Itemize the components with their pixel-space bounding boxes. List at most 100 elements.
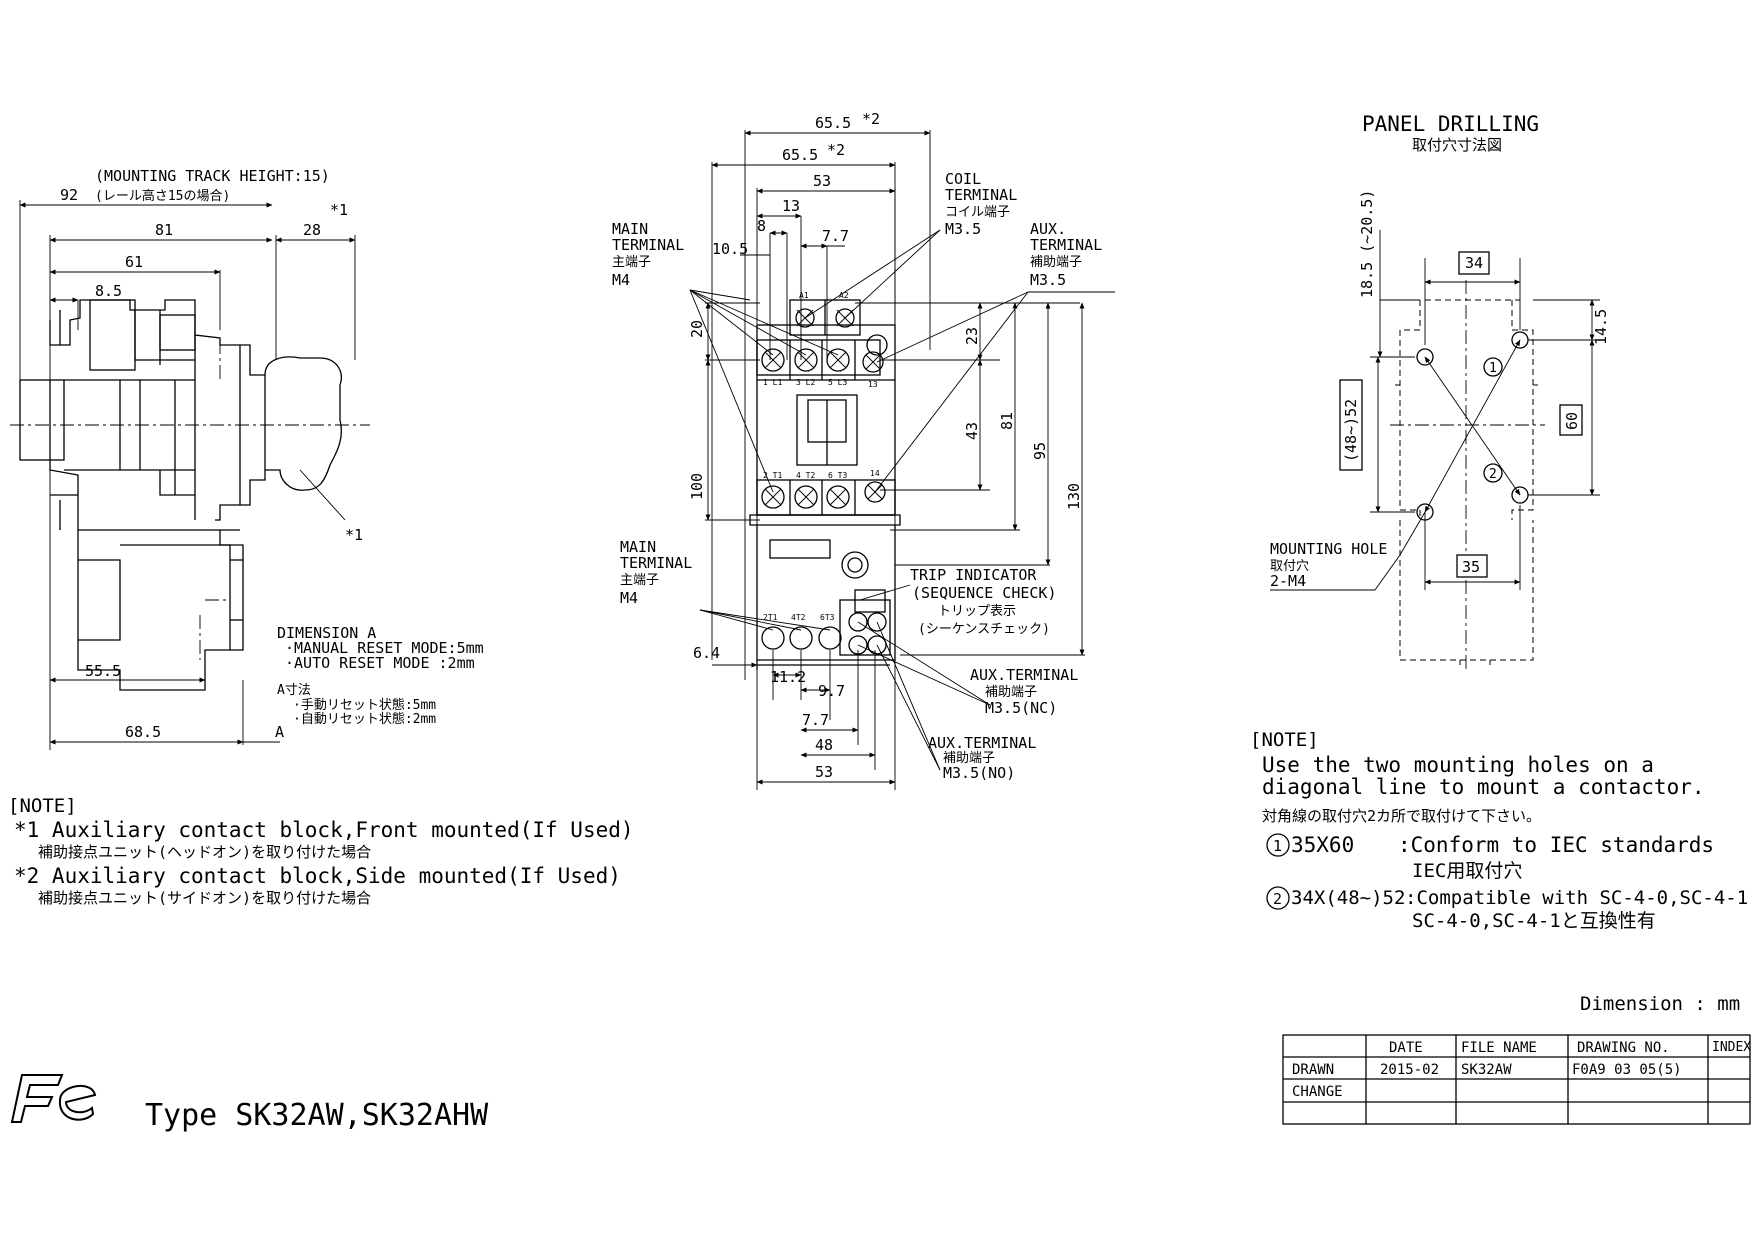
item1-desc: :Conform to IEC standards: [1398, 833, 1714, 857]
dim-61: 61: [125, 253, 143, 271]
coil-terminal-l4: M3.5: [945, 220, 981, 238]
dim-100: 100: [688, 473, 706, 500]
tb-drawn-number: F0A9 03 05(5): [1572, 1062, 1682, 1078]
dim-8: 8: [757, 217, 766, 235]
star2-second: *2: [827, 141, 845, 159]
note-1: *1 Auxiliary contact block,Front mounted…: [14, 818, 634, 842]
manual-reset: ·MANUAL RESET MODE:5mm: [285, 639, 484, 657]
main-terminal-bottom-l4: M4: [620, 589, 638, 607]
aux-terminal-nc-l1: AUX.TERMINAL: [970, 666, 1078, 684]
notes-left-heading: [NOTE]: [8, 795, 77, 817]
item2-marker: 2: [1273, 890, 1282, 908]
notes-right-heading: [NOTE]: [1250, 729, 1319, 751]
dim-43: 43: [963, 422, 981, 440]
main-terminal-top-l1: MAIN: [612, 220, 648, 238]
note-2-jp: 補助接点ユニット(サイドオン)を取り付けた場合: [38, 889, 371, 907]
dim-60: 60: [1563, 412, 1581, 430]
dim-7-7-top: 7.7: [822, 227, 849, 245]
dim-9-7: 9.7: [818, 682, 845, 700]
aux-terminal-no-l3: M3.5(NO): [943, 764, 1015, 782]
dim-55-5: 55.5: [85, 662, 121, 680]
terminal-a2: A2: [839, 291, 849, 300]
item1-size: 35X60: [1291, 833, 1354, 857]
terminal-14: 14: [870, 469, 880, 478]
dim-81: 81: [155, 221, 173, 239]
thermal-4t2: 4T2: [791, 613, 806, 622]
tb-drawn-file: SK32AW: [1461, 1062, 1512, 1078]
item2-size: 34X(48~)52: [1291, 887, 1405, 909]
a-dim-jp: A寸法: [277, 683, 311, 698]
item2-jp: SC-4-0,SC-4-1と互換性有: [1412, 910, 1656, 932]
notes-right-line-jp: 対角線の取付穴2カ所で取付けて下さい。: [1262, 807, 1541, 825]
star2-top: *2: [862, 110, 880, 128]
aux-terminal-nc-l2: 補助端子: [985, 685, 1037, 700]
terminal-5l3: 5 L3: [828, 378, 847, 387]
star1-top: *1: [330, 201, 348, 219]
thermal-2t1: 2T1: [763, 613, 778, 622]
trip-indicator-l4: (シーケンスチェック): [918, 622, 1050, 637]
dim-35: 35: [1462, 558, 1480, 576]
main-terminal-bottom-l2: TERMINAL: [620, 554, 692, 572]
item1-jp: IEC用取付穴: [1412, 860, 1522, 882]
dim-53-top: 53: [813, 172, 831, 190]
dim-53-bottom: 53: [815, 763, 833, 781]
tb-header-drawing-no: DRAWING NO.: [1577, 1040, 1670, 1056]
trip-indicator-l1: TRIP INDICATOR: [910, 566, 1037, 584]
dim-18-5: 18.5 (~20.5): [1358, 190, 1376, 298]
item2-marker-circle: [1266, 886, 1290, 910]
aux-terminal-no-l1: AUX.TERMINAL: [928, 734, 1036, 752]
manual-reset-jp: ·手動リセット状態:5mm: [293, 697, 436, 713]
item1-marker-circle: [1266, 833, 1290, 857]
aux-terminal-nc-l3: M3.5(NC): [985, 699, 1057, 717]
aux-terminal-top-l1: AUX.: [1030, 220, 1066, 238]
auto-reset-jp: ·自動リセット状態:2mm: [293, 711, 436, 727]
main-terminal-top-l2: TERMINAL: [612, 236, 684, 254]
type-label: Type SK32AW,SK32AHW: [145, 1098, 489, 1133]
aux-terminal-top-l4: M3.5: [1030, 271, 1066, 289]
terminal-13: 13: [868, 380, 878, 389]
terminal-6t3: 6 T3: [828, 471, 847, 480]
coil-terminal-l3: コイル端子: [945, 205, 1010, 220]
terminal-a1: A1: [799, 291, 809, 300]
main-terminal-top-l3: 主端子: [612, 255, 651, 270]
terminal-4t2: 4 T2: [796, 471, 815, 480]
dimension-a-title: DIMENSION A: [277, 624, 376, 642]
notes-right-line2: diagonal line to mount a contactor.: [1262, 775, 1705, 799]
tb-row-change: CHANGE: [1292, 1084, 1343, 1100]
dim-8-5: 8.5: [95, 282, 122, 300]
dim-92: 92: [60, 186, 78, 204]
note-1-jp: 補助接点ユニット(ヘッドオン)を取り付けた場合: [38, 843, 371, 861]
dim-48: 48: [815, 736, 833, 754]
item2-desc: :Compatible with SC-4-0,SC-4-1: [1405, 887, 1748, 909]
dim-68-5: 68.5: [125, 723, 161, 741]
tb-header-index: INDEX: [1712, 1040, 1751, 1055]
trip-indicator-l2: (SEQUENCE CHECK): [912, 584, 1057, 602]
dim-48-52: (48~)52: [1342, 399, 1360, 462]
dim-65-5-top: 65.5: [815, 114, 851, 132]
terminal-3l2: 3 L2: [796, 378, 815, 387]
main-terminal-bottom-l3: 主端子: [620, 573, 659, 588]
tb-header-file-name: FILE NAME: [1461, 1040, 1537, 1056]
dim-130: 130: [1065, 483, 1083, 510]
tb-header-date: DATE: [1389, 1040, 1423, 1056]
dim-20: 20: [688, 320, 706, 338]
auto-reset: ·AUTO RESET MODE :2mm: [285, 654, 475, 672]
side-view: [10, 200, 370, 750]
star1-side: *1: [345, 526, 363, 544]
marker-2: 2: [1489, 467, 1497, 482]
dim-7-7-bottom: 7.7: [802, 711, 829, 729]
terminal-1l1: 1 L1: [763, 378, 782, 387]
dim-13: 13: [782, 197, 800, 215]
title-block: [1282, 1034, 1751, 1125]
thermal-6t3: 6T3: [820, 613, 835, 622]
mounting-track-height-label: (MOUNTING TRACK HEIGHT:15): [95, 167, 330, 185]
dim-6-4: 6.4: [693, 644, 720, 662]
note-2: *2 Auxiliary contact block,Side mounted(…: [14, 864, 621, 888]
aux-terminal-top-l2: TERMINAL: [1030, 236, 1102, 254]
front-view: [689, 130, 1115, 790]
panel-drilling-title: PANEL DRILLING: [1362, 112, 1539, 136]
dim-28: 28: [303, 221, 321, 239]
dim-95: 95: [1031, 442, 1049, 460]
mounting-hole-size: 2-M4: [1270, 572, 1306, 590]
